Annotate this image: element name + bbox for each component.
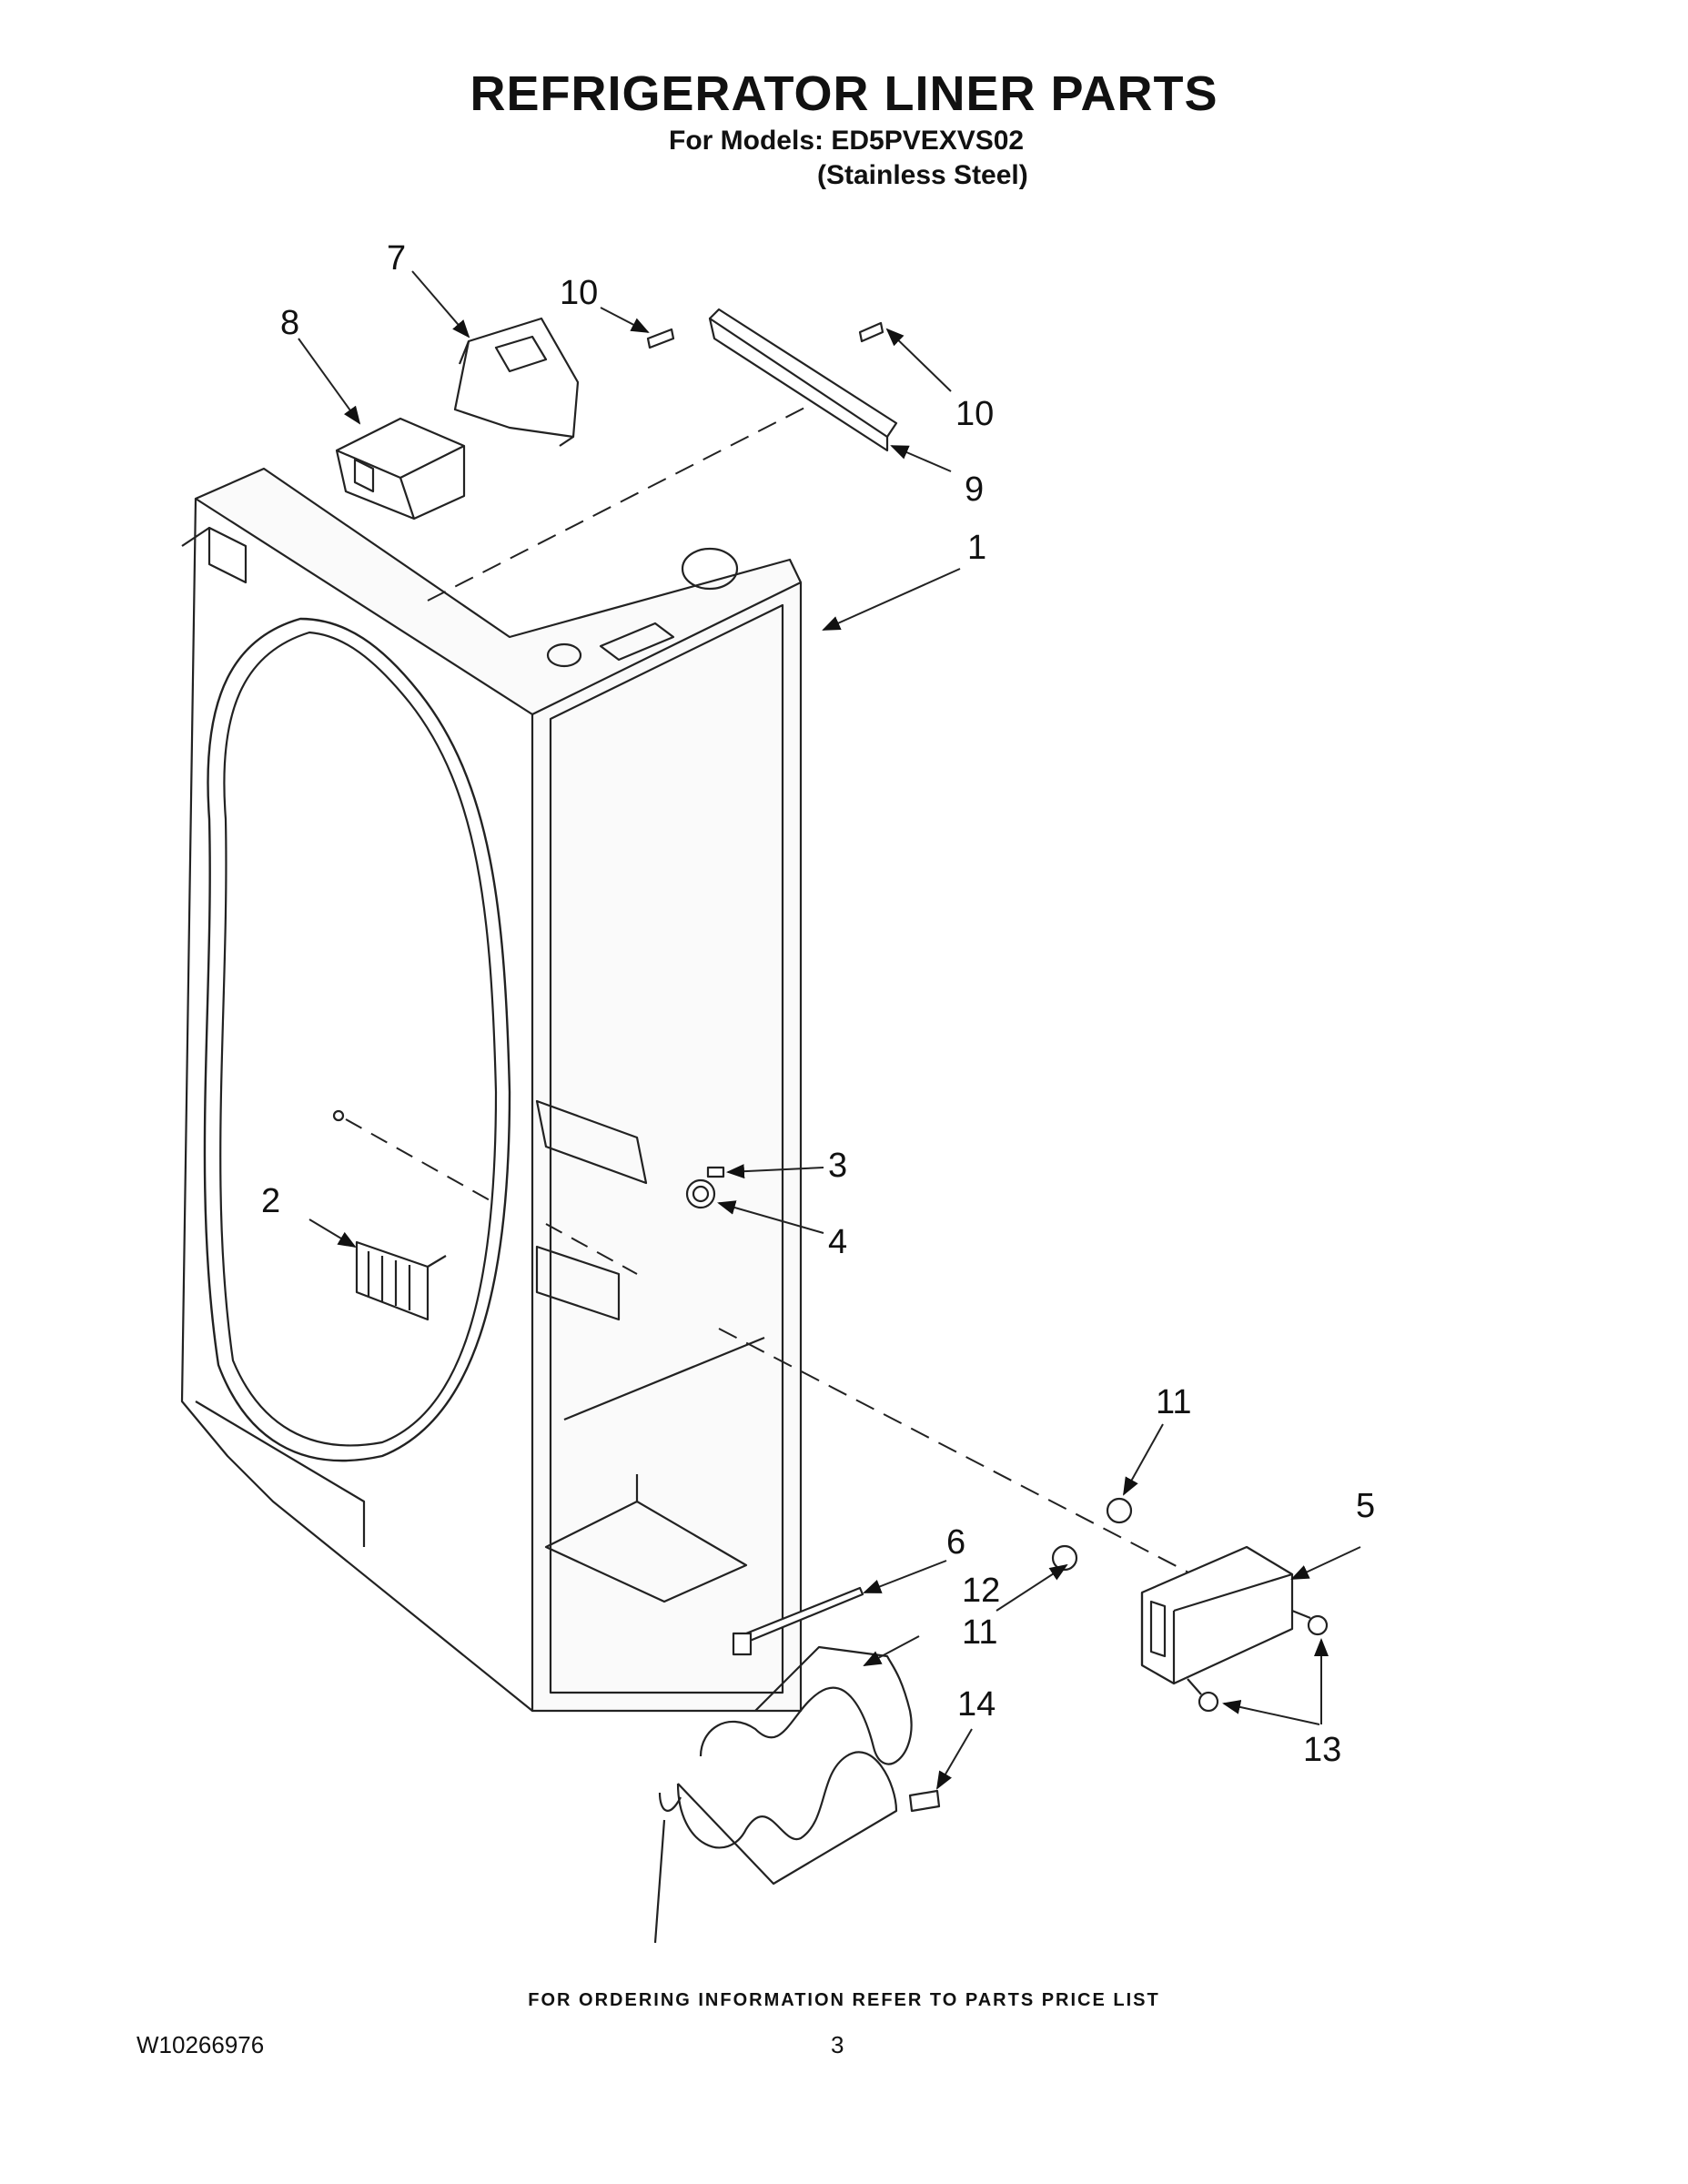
callout-3: 3 — [828, 1147, 847, 1185]
model-finish: (Stainless Steel) — [817, 160, 1028, 190]
housing-part-8 — [335, 417, 466, 521]
callout-7: 7 — [387, 239, 406, 278]
screw-part-13 — [1187, 1609, 1329, 1713]
page-title: REFRIGERATOR LINER PARTS — [470, 66, 1218, 121]
callout-9: 9 — [965, 470, 984, 509]
plug-part-4 — [685, 1178, 716, 1209]
cable-tie-part-6 — [732, 1586, 864, 1656]
screw-part-3 — [706, 1166, 725, 1178]
ordering-note: FOR ORDERING INFORMATION REFER TO PARTS … — [528, 1990, 1160, 2010]
callout-4: 4 — [828, 1223, 847, 1261]
rail-part-9 — [708, 308, 898, 452]
screw-part-10 — [646, 321, 884, 349]
drain-part-5 — [1140, 1545, 1294, 1685]
page-number: 3 — [831, 2031, 844, 2058]
callout-14: 14 — [957, 1685, 996, 1724]
callout-5: 5 — [1356, 1487, 1375, 1525]
callout-11-lower: 11 — [962, 1613, 997, 1652]
callout-10-right: 10 — [955, 395, 994, 433]
liner-part-1 — [180, 399, 1193, 1713]
callout-12: 12 — [962, 1572, 1000, 1610]
callout-13: 13 — [1303, 1731, 1341, 1769]
callout-11-upper: 11 — [1156, 1383, 1191, 1421]
heater-part-12 — [653, 1645, 913, 1944]
model-line: For Models: ED5PVEXVS02 — [669, 126, 1025, 156]
document-number: W10266976 — [136, 2031, 265, 2058]
cover-part-7 — [453, 317, 580, 447]
grommet-part-11 — [1051, 1497, 1133, 1572]
callout-8: 8 — [280, 304, 299, 342]
callout-1: 1 — [967, 529, 986, 567]
bracket-part-2 — [355, 1240, 447, 1321]
callout-2: 2 — [261, 1182, 280, 1220]
callout-10-top: 10 — [560, 274, 598, 312]
screw-part-14 — [908, 1789, 941, 1813]
callout-6: 6 — [946, 1523, 965, 1562]
